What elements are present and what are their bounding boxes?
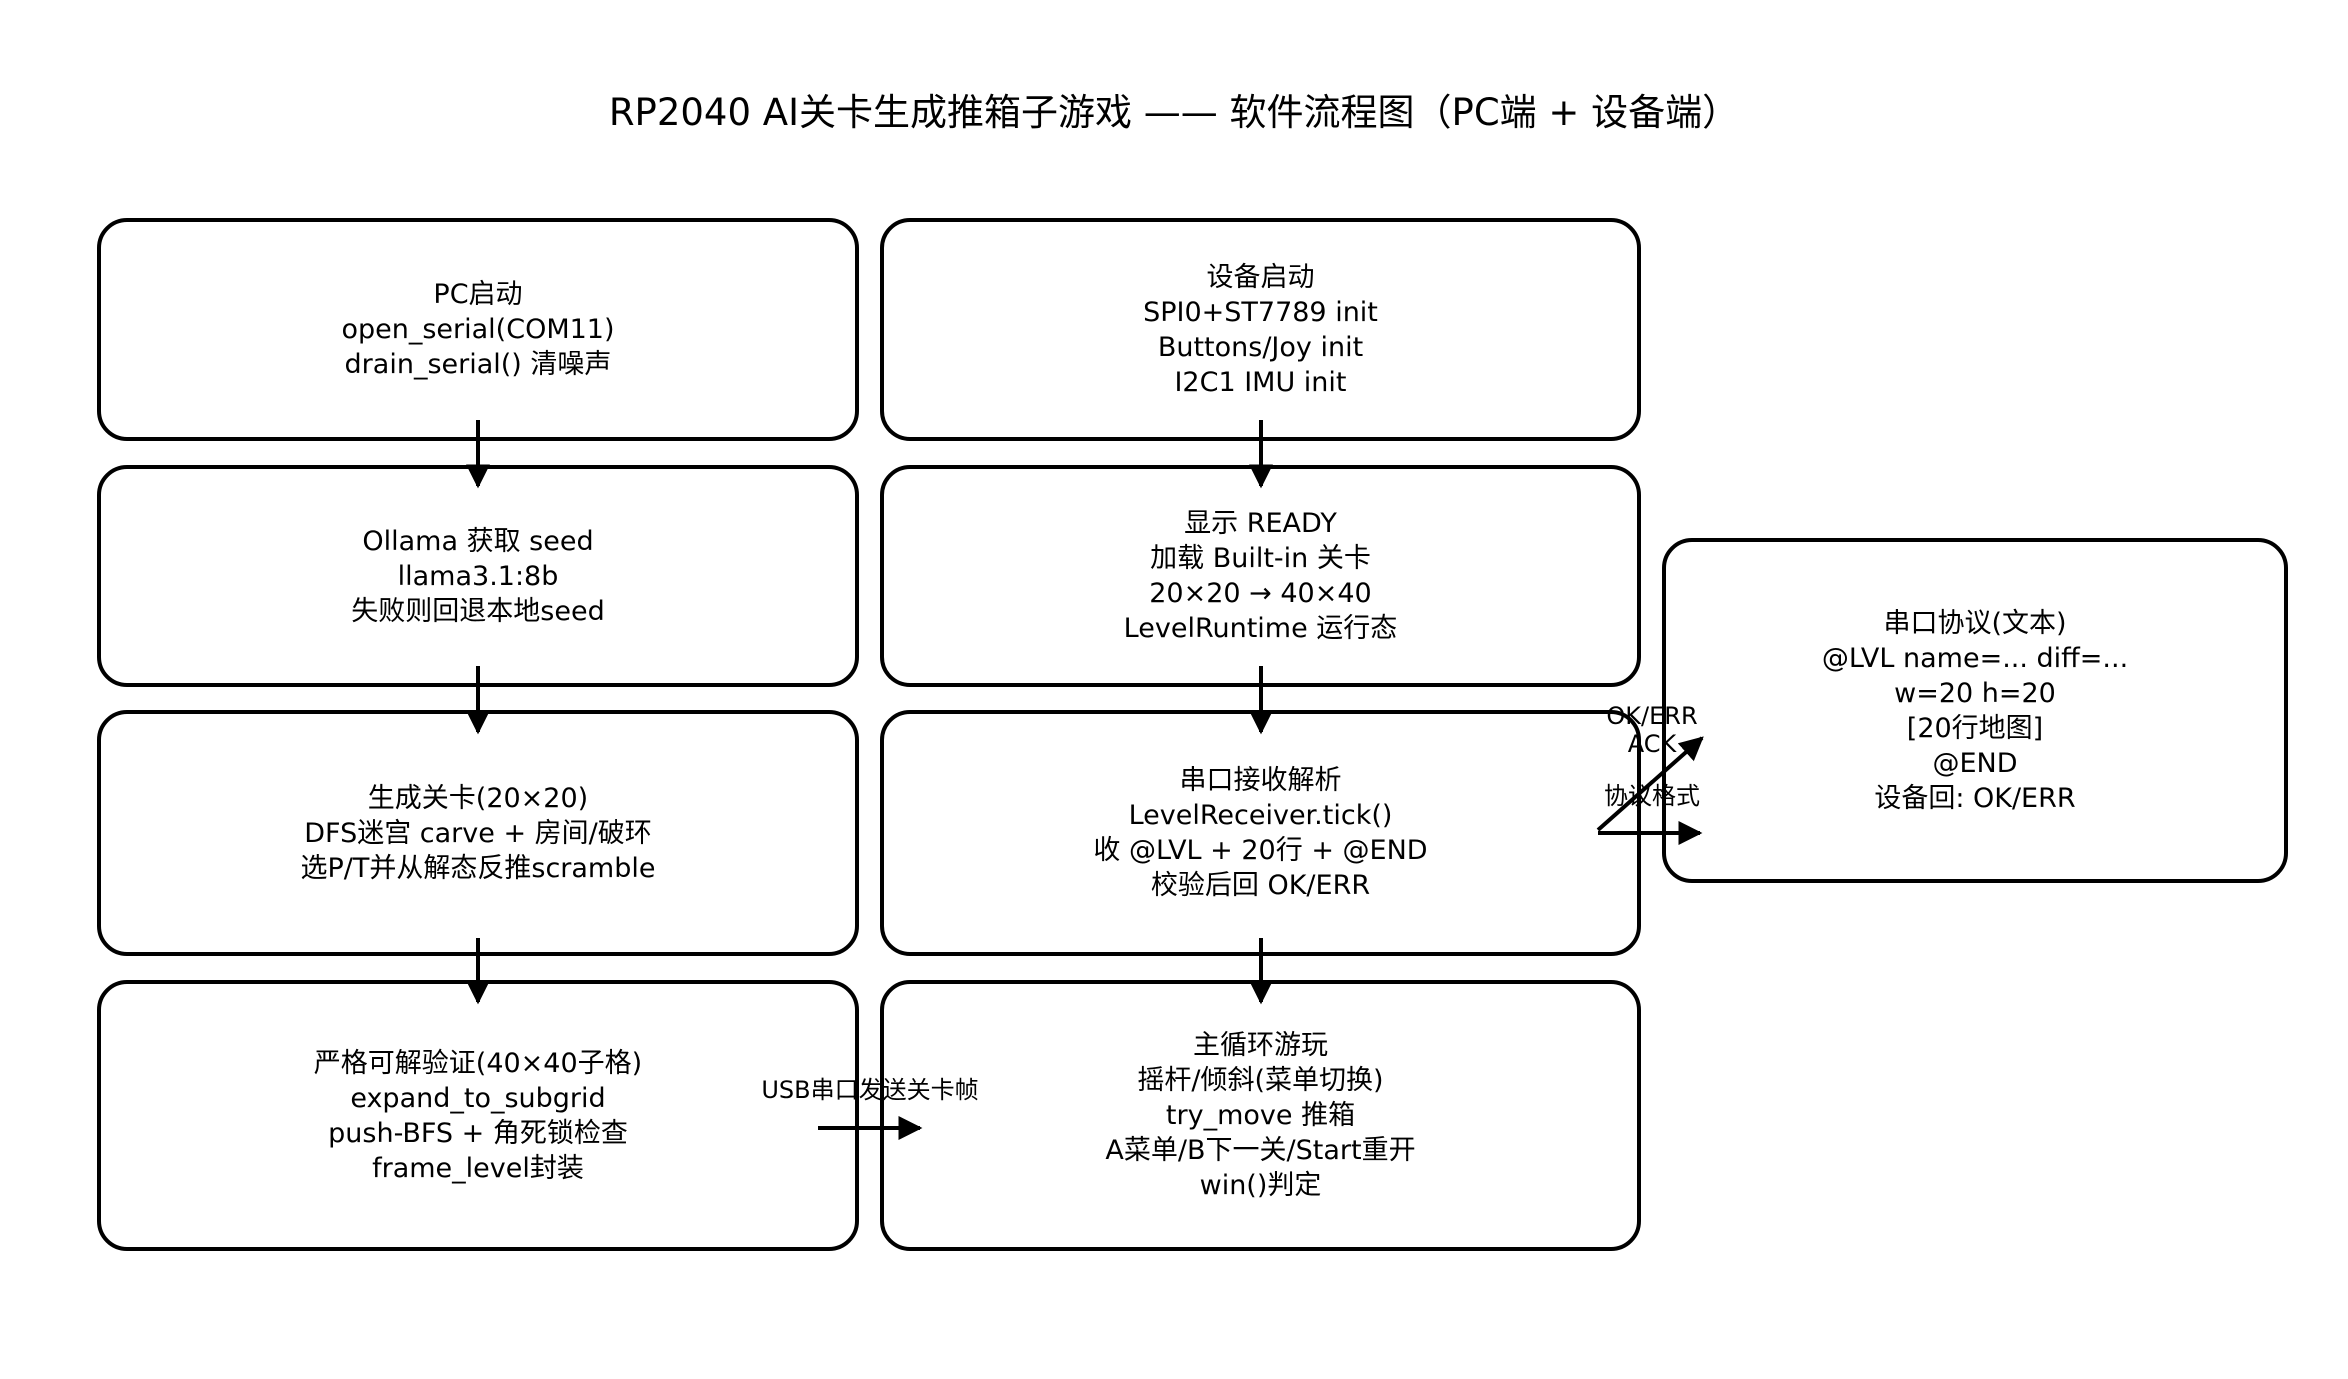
box-line: 加载 Built-in 关卡 bbox=[1150, 543, 1371, 574]
ollama-seed-box: Ollama 获取 seed llama3.1:8b 失败则回退本地seed bbox=[97, 465, 859, 687]
box-line: SPI0+ST7789 init bbox=[1143, 296, 1378, 328]
serial-parse-text: 串口接收解析 LevelReceiver.tick() 收 @LVL + 20行… bbox=[1093, 763, 1427, 903]
box-line: I2C1 IMU init bbox=[1174, 366, 1347, 398]
box-line: win()判定 bbox=[1199, 1170, 1322, 1201]
protocol-text: 串口协议(文本) @LVL name=... diff=... w=20 h=2… bbox=[1822, 606, 2128, 816]
box-line: drain_serial() 清噪声 bbox=[344, 349, 612, 380]
box-line: w=20 h=20 bbox=[1894, 677, 2056, 709]
box-line: 选P/T并从解态反推scramble bbox=[300, 852, 656, 884]
box-line: @END bbox=[1932, 747, 2018, 779]
box-line: [20行地图] bbox=[1906, 712, 2044, 744]
main-loop-text: 主循环游玩 摇杆/倾斜(菜单切换) try_move 推箱 A菜单/B下一关/S… bbox=[1105, 1028, 1415, 1203]
box-line: open_serial(COM11) bbox=[341, 314, 615, 345]
box-line: 失败则回退本地seed bbox=[351, 595, 605, 627]
box-line: DFS迷宫 carve + 房间/破环 bbox=[304, 817, 652, 849]
generate-level-box: 生成关卡(20×20) DFS迷宫 carve + 房间/破环 选P/T并从解态… bbox=[97, 710, 859, 956]
verify-level-text: 严格可解验证(40×40子格) expand_to_subgrid push-B… bbox=[314, 1046, 642, 1186]
box-line: llama3.1:8b bbox=[397, 560, 559, 592]
usb-send-label: USB串口发送关卡帧 bbox=[761, 1076, 979, 1104]
box-line: 主循环游玩 bbox=[1193, 1030, 1328, 1061]
show-ready-text: 显示 READY 加载 Built-in 关卡 20×20 → 40×40 Le… bbox=[1124, 506, 1398, 646]
pc-start-box: PC启动 open_serial(COM11) drain_serial() 清… bbox=[97, 218, 859, 441]
device-start-box: 设备启动 SPI0+ST7789 init Buttons/Joy init I… bbox=[880, 218, 1641, 441]
show-ready-box: 显示 READY 加载 Built-in 关卡 20×20 → 40×40 Le… bbox=[880, 465, 1641, 687]
ack-label-line-2: ACK bbox=[1627, 730, 1677, 758]
verify-level-box: 严格可解验证(40×40子格) expand_to_subgrid push-B… bbox=[97, 980, 859, 1251]
box-line: 20×20 → 40×40 bbox=[1149, 578, 1372, 609]
ack-label-line-1: OK/ERR bbox=[1606, 702, 1698, 730]
box-line: 严格可解验证(40×40子格) bbox=[313, 1047, 643, 1079]
serial-parse-box: 串口接收解析 LevelReceiver.tick() 收 @LVL + 20行… bbox=[880, 710, 1641, 956]
box-line: frame_level封装 bbox=[372, 1152, 584, 1184]
diagram-title: RP2040 AI关卡生成推箱子游戏 —— 软件流程图（PC端 + 设备端） bbox=[608, 91, 1740, 134]
main-loop-box: 主循环游玩 摇杆/倾斜(菜单切换) try_move 推箱 A菜单/B下一关/S… bbox=[880, 980, 1641, 1251]
box-line: A菜单/B下一关/Start重开 bbox=[1105, 1135, 1416, 1166]
pc-start-text: PC启动 open_serial(COM11) drain_serial() 清… bbox=[341, 277, 614, 382]
generate-level-text: 生成关卡(20×20) DFS迷宫 carve + 房间/破环 选P/T并从解态… bbox=[301, 781, 656, 886]
box-line: LevelReceiver.tick() bbox=[1128, 800, 1393, 831]
protocol-format-label: 协议格式 bbox=[1604, 782, 1700, 810]
device-start-text: 设备启动 SPI0+ST7789 init Buttons/Joy init I… bbox=[1143, 260, 1378, 400]
box-line: 串口协议(文本) bbox=[1883, 607, 2067, 639]
box-line: push-BFS + 角死锁检查 bbox=[328, 1117, 628, 1149]
box-line: 设备启动 bbox=[1206, 261, 1315, 293]
box-line: PC启动 bbox=[433, 279, 523, 310]
box-line: expand_to_subgrid bbox=[350, 1082, 606, 1114]
box-line: 摇杆/倾斜(菜单切换) bbox=[1137, 1065, 1384, 1096]
box-line: LevelRuntime 运行态 bbox=[1123, 613, 1398, 644]
ollama-seed-text: Ollama 获取 seed llama3.1:8b 失败则回退本地seed bbox=[351, 524, 604, 629]
box-line: 校验后回 OK/ERR bbox=[1150, 870, 1371, 901]
box-line: try_move 推箱 bbox=[1165, 1100, 1356, 1131]
box-line: 串口接收解析 bbox=[1179, 765, 1342, 796]
box-line: 收 @LVL + 20行 + @END bbox=[1093, 835, 1428, 866]
box-line: 生成关卡(20×20) bbox=[367, 782, 589, 814]
box-line: @LVL name=... diff=... bbox=[1821, 642, 2129, 674]
box-line: 显示 READY bbox=[1184, 508, 1337, 539]
box-line: Buttons/Joy init bbox=[1157, 331, 1364, 363]
box-line: 设备回: OK/ERR bbox=[1874, 782, 2076, 814]
protocol-box: 串口协议(文本) @LVL name=... diff=... w=20 h=2… bbox=[1662, 538, 2288, 883]
box-line: Ollama 获取 seed bbox=[362, 525, 594, 557]
